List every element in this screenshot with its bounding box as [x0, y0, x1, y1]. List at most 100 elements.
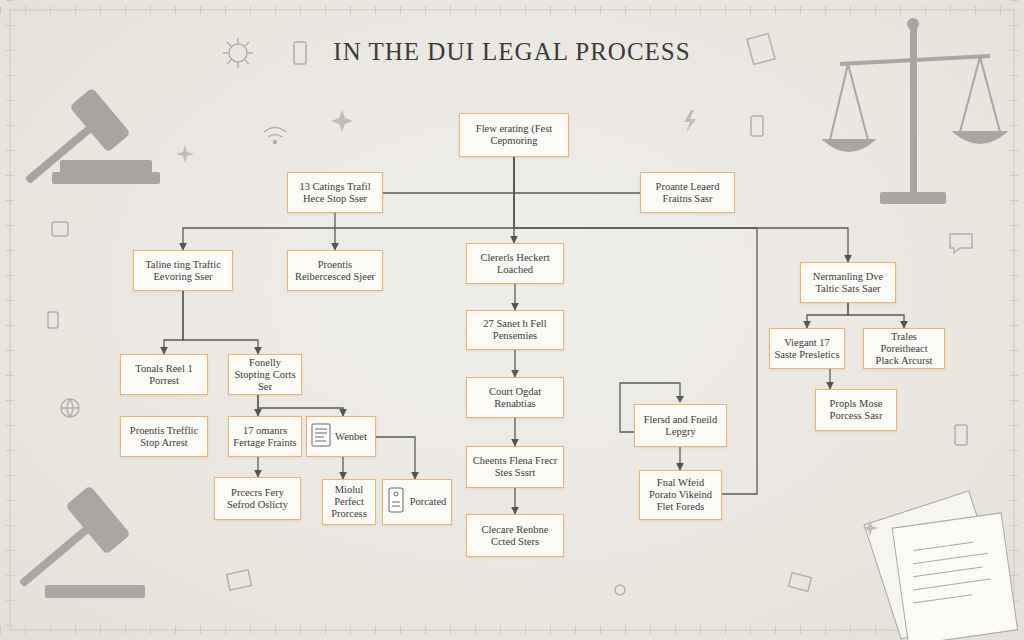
gear-icon: [229, 44, 247, 62]
paper-lines: [906, 540, 993, 603]
connector-line: [257, 457, 258, 477]
wifi-icon: [264, 128, 286, 138]
photo-icon: [789, 573, 812, 592]
gavel-block: [45, 585, 145, 598]
connector-line: [829, 369, 830, 389]
connector-line: [334, 213, 335, 250]
connector-line: [514, 157, 848, 262]
phone-icon: [751, 116, 763, 136]
process-box: Trales Poreitheact Plack Arcurst: [863, 328, 945, 369]
phone-icon: [48, 312, 58, 328]
gavel-block: [60, 160, 152, 173]
box-label: Clererls Heckert Loached: [471, 252, 559, 276]
photo-icon: [227, 570, 252, 590]
box-label: Proentis Trefflic Stop Arrest: [125, 425, 203, 449]
scales-beam: [840, 56, 990, 64]
box-label: Flersd and Fneild Lepgry: [639, 414, 722, 438]
diagram-title: IN THE DUI LEGAL PROCESS: [0, 38, 1024, 66]
process-box: Flew erating (Fest Cepmoring: [459, 113, 569, 157]
gavel-handle: [19, 526, 90, 587]
process-box: Fnal Wfeid Porato Vikeind Flet Foreds: [639, 470, 722, 520]
ruler-ticks: [0, 6, 1024, 14]
box-label: Porcated: [410, 496, 447, 508]
paper-sheet: [892, 513, 1017, 640]
box-label: Prcecrs Fery Sefrod Oslicty: [219, 487, 296, 511]
process-box: Flersd and Fneild Lepgry: [634, 404, 727, 447]
papers-illustration: [864, 491, 1017, 640]
connector-line: [164, 291, 183, 354]
process-box: Proentis Reibercesced Sjeer: [287, 250, 383, 291]
device-icon: [52, 222, 68, 236]
chat-icon: [950, 234, 972, 253]
gavel-handle: [25, 125, 93, 184]
process-box: Taline ting Traftic Eevoring Sser: [133, 250, 233, 291]
sparkle-icon: [176, 145, 194, 163]
small-icons: [48, 34, 972, 595]
document-icon: [747, 34, 775, 65]
process-box: Proante Leaerd Fraitns Sasr: [640, 172, 735, 213]
box-label: Court Ogdat Renabtias: [471, 386, 559, 410]
process-box: Miolul Perfect Prorcess: [322, 479, 376, 525]
connector-line: [514, 284, 515, 310]
connector-line: [183, 291, 258, 354]
box-label: Propls Mose Porcess Sasr: [820, 398, 892, 422]
box-label: Tonals Reel 1 Porrest: [125, 363, 203, 387]
phone-icon: [955, 425, 967, 445]
process-box: Proentis Trefflic Stop Arrest: [120, 416, 208, 457]
scales-pan: [954, 132, 1006, 143]
connector-line: [342, 457, 343, 479]
process-box: Tonals Reel 1 Porrest: [120, 354, 208, 395]
box-label: Miolul Perfect Prorcess: [327, 484, 371, 520]
process-box: 13 Catings Trafil Hece Stop Sser: [287, 172, 383, 213]
box-label: Proante Leaerd Fraitns Sasr: [645, 181, 730, 205]
box-label: Clecare Renbne Ccted Sters: [471, 524, 559, 548]
globe-icon: [61, 399, 79, 417]
scales-top: [907, 18, 919, 30]
gavel-illustration: [1, 485, 145, 609]
phone-icon: [294, 42, 306, 64]
scales-string: [960, 57, 980, 132]
process-box: Wenbet: [306, 416, 376, 457]
globe-icon: [61, 399, 79, 417]
box-label: 17 omanrs Fertage Fraints: [233, 425, 297, 449]
scales-string: [830, 64, 848, 140]
process-box: 27 Sanet h Fell Pensemies: [466, 310, 564, 350]
process-box: Clecare Renbne Ccted Sters: [466, 514, 564, 557]
box-label: Fnal Wfeid Porato Vikeind Flet Foreds: [644, 477, 717, 513]
connector-line: [514, 157, 640, 193]
ruler-ticks: [1010, 0, 1018, 640]
box-label: Nermanling Dve Taltic Sats Saer: [805, 271, 891, 295]
sparkle-icon: [331, 110, 353, 132]
box-label: Flew erating (Fest Cepmoring: [464, 123, 564, 147]
lightning-icon: [684, 110, 696, 133]
process-box: Court Ogdat Renabtias: [466, 377, 564, 418]
process-box: Viegant 17 Saste Presletics: [769, 328, 845, 369]
box-label: Wenbet: [335, 431, 367, 443]
gavel-block: [52, 172, 160, 184]
box-label: Proentis Reibercesced Sjeer: [292, 259, 378, 283]
connector-line: [514, 418, 515, 446]
wifi-icon: [274, 141, 277, 144]
process-box: Porcated: [382, 479, 452, 525]
process-box: Propls Mose Porcess Sasr: [815, 389, 897, 431]
scales-base: [880, 192, 946, 204]
process-box: Nermanling Dve Taltic Sats Saer: [800, 262, 896, 303]
gavel-illustration: [8, 87, 160, 204]
connector-line: [183, 157, 514, 250]
scales-post: [910, 22, 917, 194]
process-box: Prcecrs Fery Sefrod Oslicty: [214, 477, 301, 520]
scales-illustration: [824, 18, 1006, 204]
frame-border: [10, 10, 1014, 630]
connector-line: [258, 395, 343, 416]
box-label: Trales Poreitheact Plack Arcurst: [868, 331, 940, 367]
box-label: 13 Catings Trafil Hece Stop Sser: [292, 181, 378, 205]
connector-line: [848, 303, 904, 328]
loop-arrowhead: [676, 396, 684, 403]
box-label: Taline ting Traftic Eevoring Sser: [138, 259, 228, 283]
gear-icon: [223, 38, 253, 68]
ruler-ticks: [6, 0, 14, 640]
scales-string: [848, 64, 868, 140]
box-label: Cheents Flena Frecr Stes Sssrt: [471, 455, 559, 479]
